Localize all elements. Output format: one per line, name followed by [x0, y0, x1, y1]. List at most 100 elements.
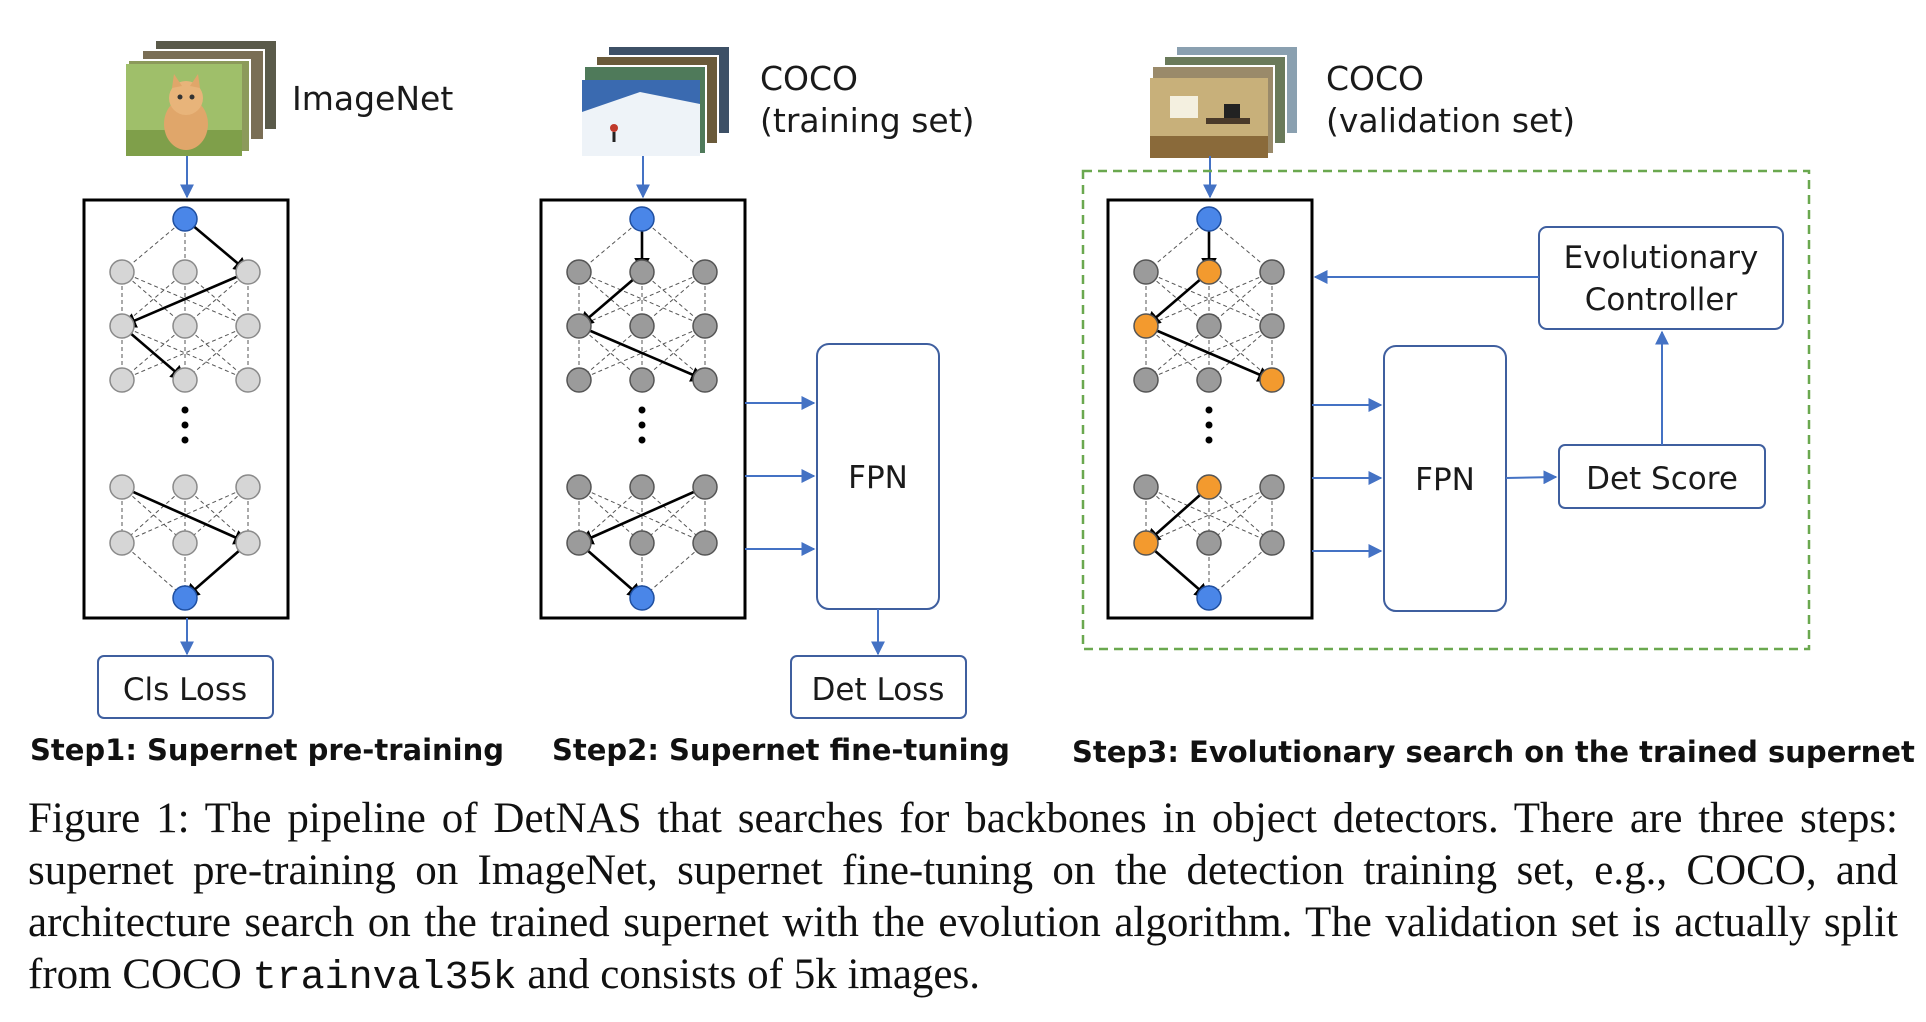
- imagenet-image-stack: [126, 39, 278, 156]
- candidate-node: [109, 367, 135, 393]
- input-node: [172, 206, 198, 232]
- supernet-box-3: [1106, 198, 1314, 620]
- selected-edge: [1144, 271, 1210, 328]
- candidate-edge: [184, 486, 249, 544]
- cls-loss-label: Cls Loss: [123, 672, 247, 708]
- ellipsis-dot: [181, 421, 189, 429]
- candidate-node: [172, 530, 198, 556]
- candidate-edge: [121, 486, 249, 544]
- selected-edge: [578, 324, 707, 382]
- selected-edge: [577, 271, 643, 328]
- step1-title: Step1: Supernet pre-training: [30, 733, 504, 767]
- candidate-node: [629, 259, 655, 285]
- search-region-box: [1081, 169, 1811, 651]
- input-node: [629, 206, 655, 232]
- candidate-edge: [121, 271, 249, 327]
- candidate-node: [566, 367, 592, 393]
- selected-edge: [1144, 486, 1210, 545]
- selected-edge: [184, 218, 250, 274]
- cls-loss-box: [97, 655, 274, 719]
- coco-val-image-stack: [1150, 45, 1299, 158]
- caption-text-before: Figure 1: The pipeline of DetNAS that se…: [28, 795, 1898, 998]
- candidate-edge: [1145, 325, 1273, 381]
- candidate-edge: [641, 486, 706, 544]
- selected-node: [1133, 530, 1159, 556]
- candidate-node: [629, 474, 655, 500]
- supernet-graph-2: [566, 206, 718, 611]
- candidate-node: [1196, 313, 1222, 339]
- candidate-node: [172, 259, 198, 285]
- coco-train-label-2: (training set): [760, 101, 975, 140]
- selected-edge: [1145, 542, 1211, 600]
- figure-caption: Figure 1: The pipeline of DetNAS that se…: [28, 793, 1898, 1005]
- candidate-node: [1259, 259, 1285, 285]
- candidate-node: [1133, 367, 1159, 393]
- coco-train-label-1: COCO: [760, 59, 858, 98]
- selected-node: [1259, 367, 1285, 393]
- candidate-node: [235, 474, 261, 500]
- candidate-node: [566, 474, 592, 500]
- candidate-node: [1259, 530, 1285, 556]
- candidate-node: [692, 313, 718, 339]
- det-score-label: Det Score: [1586, 461, 1738, 497]
- output-node: [1196, 585, 1222, 611]
- ellipsis-dot: [181, 436, 189, 444]
- candidate-node: [629, 367, 655, 393]
- output-node: [629, 585, 655, 611]
- kitten-photo: [126, 64, 242, 156]
- candidate-node: [235, 367, 261, 393]
- selected-edge: [578, 542, 644, 600]
- candidate-node: [692, 474, 718, 500]
- candidate-node: [1259, 313, 1285, 339]
- candidate-node: [1196, 530, 1222, 556]
- candidate-node: [1133, 474, 1159, 500]
- step3-title: Step3: Evolutionary search on the traine…: [1072, 735, 1915, 769]
- fpn-label-step3: FPN: [1415, 462, 1475, 498]
- candidate-edge: [578, 271, 706, 327]
- candidate-node: [692, 367, 718, 393]
- candidate-node: [172, 474, 198, 500]
- candidate-node: [235, 313, 261, 339]
- candidate-edge: [121, 325, 249, 381]
- ellipsis-dot: [181, 406, 189, 414]
- candidate-edge: [1145, 486, 1273, 544]
- candidate-node: [109, 530, 135, 556]
- candidate-node: [629, 530, 655, 556]
- candidate-node: [692, 530, 718, 556]
- ski-slope-photo: [582, 80, 700, 156]
- candidate-edge: [1145, 271, 1273, 327]
- selected-edge: [577, 485, 706, 545]
- ellipsis-dot: [1205, 421, 1213, 429]
- evolutionary-controller-label-1: Evolutionary: [1564, 240, 1759, 276]
- candidate-node: [109, 313, 135, 339]
- candidate-node: [1259, 474, 1285, 500]
- candidate-node: [566, 313, 592, 339]
- candidate-node: [109, 259, 135, 285]
- fpn-box-step3: [1383, 345, 1507, 612]
- selected-node: [1133, 313, 1159, 339]
- selected-edge: [1145, 324, 1274, 382]
- candidate-edge: [121, 486, 186, 544]
- coco-val-label-2: (validation set): [1326, 101, 1575, 140]
- det-score-arrow: [1505, 470, 1558, 485]
- candidate-edge: [578, 271, 706, 327]
- input-node: [1196, 206, 1222, 232]
- detnas-pipeline-figure: ImageNet COCO (training set) COCO (valid…: [30, 39, 1915, 769]
- candidate-node: [692, 259, 718, 285]
- caption-code: trainval35k: [252, 956, 517, 1001]
- selected-edge: [120, 270, 249, 328]
- det-loss-label: Det Loss: [812, 672, 945, 708]
- selected-node: [1196, 474, 1222, 500]
- candidate-node: [235, 530, 261, 556]
- candidate-edge: [121, 325, 249, 381]
- supernet-graph-3: [1133, 206, 1285, 611]
- selected-edge: [121, 325, 187, 382]
- office-room-photo: [1150, 78, 1268, 158]
- ellipsis-dot: [1205, 436, 1213, 444]
- candidate-edge: [578, 325, 706, 381]
- supernet-graph-1: [109, 206, 261, 611]
- ellipsis-dot: [638, 421, 646, 429]
- ellipsis-dot: [638, 406, 646, 414]
- evolutionary-controller-label-2: Controller: [1585, 282, 1738, 318]
- candidate-node: [629, 313, 655, 339]
